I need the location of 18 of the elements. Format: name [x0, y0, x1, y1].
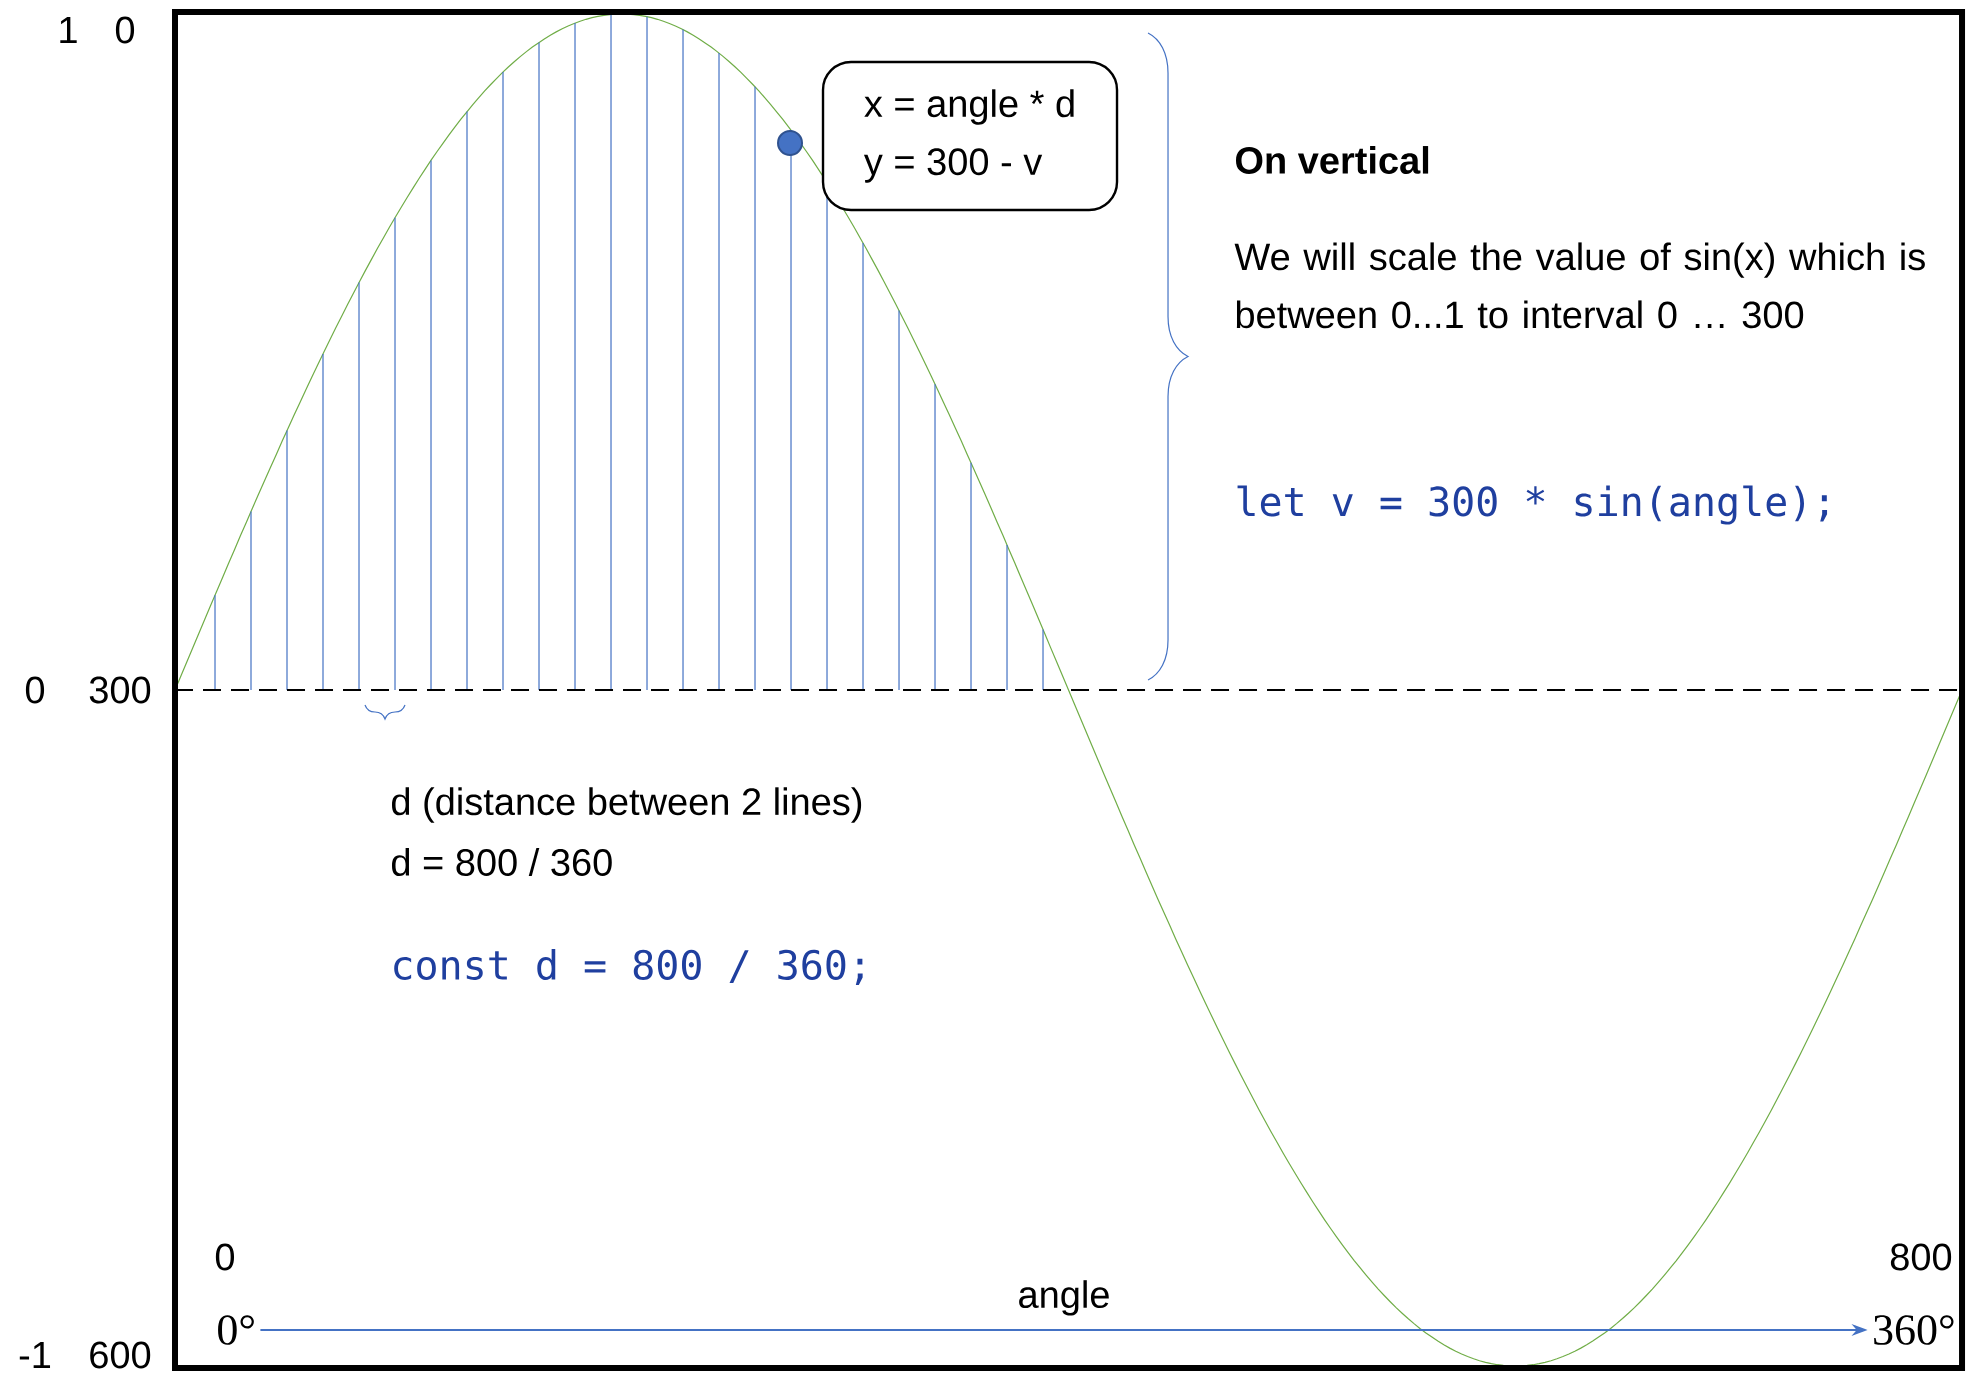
axis-value: 0 — [215, 1243, 235, 1271]
angle-label: 0° — [218, 1315, 254, 1345]
note-text: d (distance between 2 lines) — [392, 787, 862, 823]
paragraph: We will scale the value of sin(x) which is between 0...1 to interval 0 … 300 — [1234, 242, 1925, 329]
axis-value: 0 — [115, 16, 135, 44]
callout-box: x = angle * d y = 300 - v — [821, 60, 1119, 212]
heading: On vertical — [1236, 146, 1429, 174]
axis-value: 300 — [89, 676, 151, 704]
axis-value: 1 — [60, 16, 77, 44]
code-line: const d = 800 / 360; — [394, 949, 863, 985]
axis-value: -1 — [19, 1341, 50, 1369]
code-line: let v = 300 * sin(angle); — [1237, 485, 1828, 525]
angle-label: 360° — [1874, 1315, 1954, 1345]
note-text: d = 800 / 360 — [392, 848, 612, 876]
edge-label: angle — [1019, 1280, 1109, 1316]
axis-value: 800 — [1890, 1243, 1952, 1271]
axis-value: 0 — [25, 676, 45, 704]
axis-value: 600 — [90, 1341, 151, 1369]
